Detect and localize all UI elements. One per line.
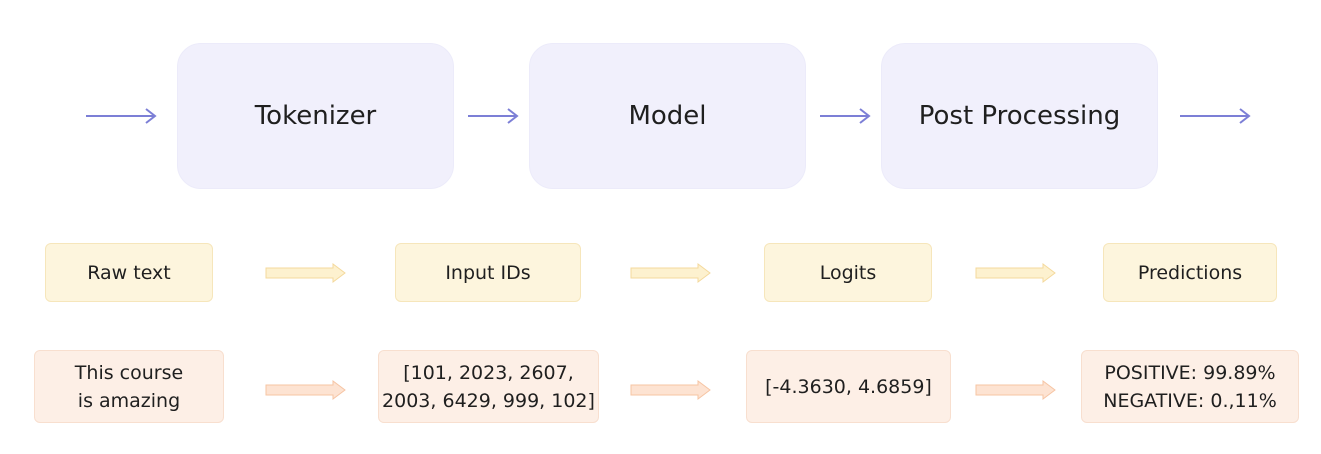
raw-text-label: Raw text (45, 243, 213, 302)
post-processing-stage: Post Processing (881, 43, 1158, 189)
label-text: Logits (819, 261, 877, 284)
block-arrow-right-icon (630, 263, 712, 283)
label-text: Input IDs (445, 261, 531, 284)
input-ids-label: Input IDs (395, 243, 581, 302)
model-stage: Model (529, 43, 806, 189)
block-arrow-right-icon (975, 263, 1057, 283)
block-arrow-right-icon (265, 380, 347, 400)
block-arrow-right-icon (630, 380, 712, 400)
logits-label: Logits (764, 243, 932, 302)
label-text: Predictions (1137, 261, 1243, 284)
arrow-right-icon (1178, 106, 1252, 126)
example-text: [-4.3630, 4.6859] (765, 375, 932, 398)
input-ids-example: [101, 2023, 2607, 2003, 6429, 999, 102] (378, 350, 599, 423)
raw-text-example: This course is amazing (34, 350, 224, 423)
block-arrow-right-icon (975, 380, 1057, 400)
tokenizer-stage: Tokenizer (177, 43, 454, 189)
stage-label: Post Processing (918, 101, 1121, 131)
block-arrow-right-icon (265, 263, 347, 283)
example-text: This course is amazing (74, 361, 184, 412)
example-text: POSITIVE: 99.89% NEGATIVE: 0.,11% (1103, 361, 1277, 412)
stage-label: Model (628, 101, 707, 131)
arrow-right-icon (84, 106, 158, 126)
arrow-right-icon (466, 106, 520, 126)
predictions-label: Predictions (1103, 243, 1277, 302)
example-text: [101, 2023, 2607, 2003, 6429, 999, 102] (382, 361, 595, 412)
logits-example: [-4.3630, 4.6859] (746, 350, 951, 423)
arrow-right-icon (818, 106, 872, 126)
predictions-example: POSITIVE: 99.89% NEGATIVE: 0.,11% (1081, 350, 1299, 423)
label-text: Raw text (87, 261, 171, 284)
stage-label: Tokenizer (254, 101, 377, 131)
